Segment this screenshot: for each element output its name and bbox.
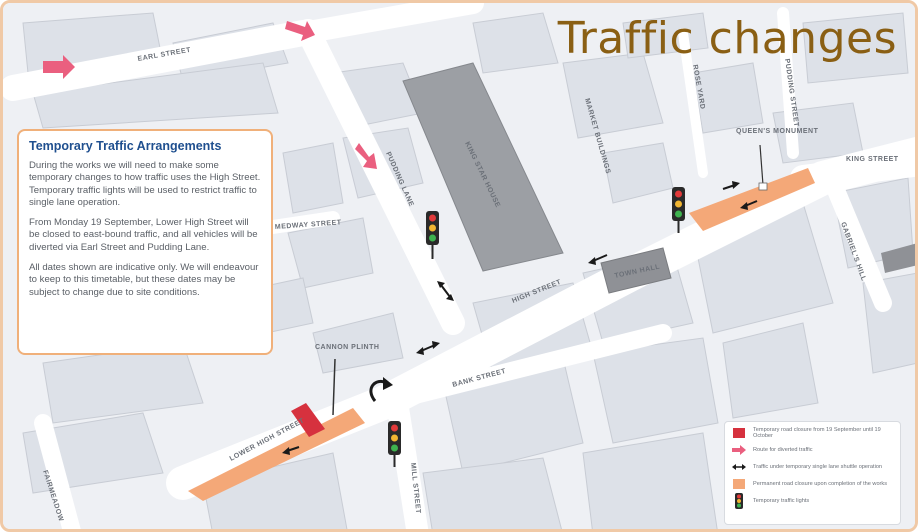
road-pudding-lane	[296, 19, 465, 335]
road-rose-yard	[678, 28, 708, 178]
double-arrow-icon	[740, 200, 758, 210]
legend-item-permanent-closure: Permanent road closure upon completion o…	[731, 477, 894, 491]
double-arrow-icon	[588, 254, 608, 265]
queens-monument-pointer	[759, 144, 764, 186]
building-block	[692, 62, 764, 134]
double-arrow-icon	[722, 181, 740, 190]
double-arrow-icon	[416, 341, 440, 355]
cannon-plinth-pointer	[332, 358, 336, 416]
legend-item-traffic-lights: Temporary traffic lights	[731, 493, 894, 509]
legend-text: Traffic under temporary single lane shut…	[753, 463, 883, 470]
label-king-street: KING STREET	[846, 156, 899, 163]
king-star-house	[402, 62, 564, 272]
traffic-light-icon	[388, 421, 401, 467]
building-block	[32, 62, 279, 129]
traffic-light-icon	[731, 493, 747, 509]
diversion-arrows	[43, 21, 377, 169]
road-king-street	[790, 150, 915, 191]
legend-text: Temporary traffic lights	[753, 497, 810, 504]
pink-arrow-icon	[731, 443, 747, 457]
u-turn-arrow-head	[383, 377, 393, 390]
road-bank-street	[394, 324, 672, 407]
info-box-heading: Temporary Traffic Arrangements	[29, 139, 222, 153]
building-block	[802, 12, 909, 84]
building-block	[722, 322, 819, 419]
diversion-arrow-icon	[355, 143, 377, 169]
label-queens-monument: QUEEN'S MONUMENT	[736, 128, 819, 135]
building-block	[582, 432, 718, 529]
legend-item-diversion: Route for diverted traffic	[731, 443, 894, 457]
label-cannon-plinth: CANNON PLINTH	[315, 344, 379, 351]
queens-monument-marker	[758, 182, 768, 191]
diversion-arrow-icon	[43, 55, 75, 79]
info-paragraph: All dates shown are indicative only. We …	[29, 262, 259, 298]
road-gabriels-hill	[824, 174, 892, 312]
traffic-light-icon	[426, 211, 439, 259]
diversion-arrow-icon	[285, 21, 315, 41]
legend-item-temporary-closure: Temporary road closure from 19 September…	[731, 426, 894, 440]
building-block	[472, 12, 559, 74]
building-block	[562, 52, 664, 139]
shuttle-arrows	[282, 181, 758, 455]
info-box: Temporary Traffic Arrangements During th…	[17, 129, 273, 355]
red-square-icon	[731, 426, 747, 440]
road-fairmeadow	[34, 414, 81, 529]
road-pudding-street	[777, 7, 799, 159]
info-paragraph: During the works we will need to make so…	[29, 160, 261, 208]
double-arrow-icon	[731, 460, 747, 474]
road-mill-street	[387, 397, 429, 529]
temporary-road-closure	[291, 403, 325, 437]
orange-square-icon	[731, 477, 747, 491]
building-block	[202, 452, 348, 529]
double-arrow-icon	[282, 446, 300, 455]
map-legend: Temporary road closure from 19 September…	[724, 421, 901, 525]
building-block	[287, 217, 374, 289]
page-title: Traffic changes	[557, 13, 897, 64]
double-arrow-icon	[437, 281, 454, 301]
road-earl-street-east	[292, 3, 484, 44]
traffic-light-icon	[672, 187, 685, 233]
label-medway-street: MEDWAY STREET	[275, 219, 342, 231]
building-block	[282, 142, 344, 214]
building-block	[312, 312, 404, 374]
legend-text: Route for diverted traffic	[753, 446, 813, 453]
town-hall	[600, 247, 672, 294]
building-block	[592, 337, 719, 444]
info-paragraph: From Monday 19 September, Lower High Str…	[29, 217, 258, 253]
legend-text: Temporary road closure from 19 September…	[753, 426, 881, 439]
map-canvas: EARL STREET PUDDING LANE MEDWAY STREET K…	[3, 3, 915, 529]
building-block	[422, 457, 562, 529]
road-earl-street	[3, 20, 316, 101]
permanent-closure-west	[188, 408, 365, 501]
legend-text: Permanent road closure upon completion o…	[753, 480, 888, 487]
legend-item-shuttle: Traffic under temporary single lane shut…	[731, 460, 894, 474]
building-dark	[881, 243, 915, 273]
permanent-closure-east	[689, 168, 815, 231]
